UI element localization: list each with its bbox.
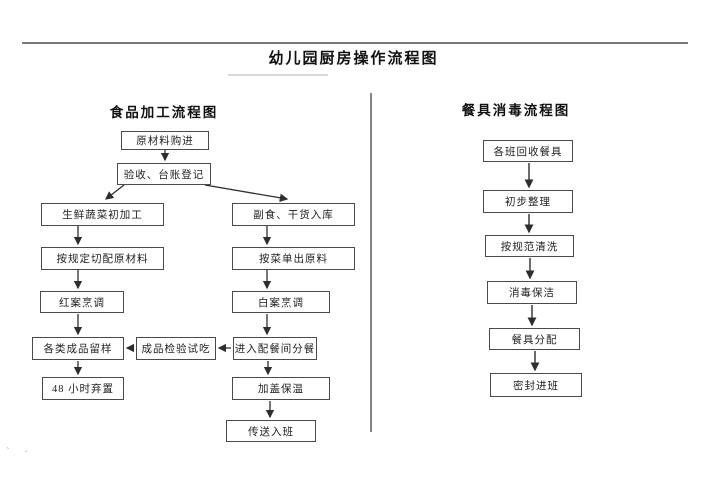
flow-node-meal-distribution-room: 进入配餐间分餐: [233, 337, 317, 360]
food-chart-heading: 食品加工流程图: [109, 105, 219, 120]
flow-node-product-inspection: 成品检验试吃: [136, 337, 216, 360]
flow-node-sample-retention: 各类成品留样: [32, 337, 124, 360]
flow-node-issue-per-menu: 按菜单出原料: [232, 247, 355, 270]
flow-node-cover-keep-warm: 加盖保温: [232, 377, 330, 400]
scan-artifact-marks: ` ·: [6, 446, 35, 458]
flow-node-tableware-allocation: 餐具分配: [489, 328, 580, 350]
flow-node-sealed-to-class: 密封进班: [490, 373, 582, 397]
flow-node-raw-material-purchase: 原材料购进: [121, 131, 209, 150]
tableware-chart-arrows: [524, 163, 540, 372]
flow-node-48h-disposal: 48 小时弃置: [42, 377, 124, 400]
flow-node-acceptance-ledger: 验收、台账登记: [117, 163, 211, 185]
tableware-chart-heading: 餐具消毒流程图: [461, 103, 571, 118]
flow-node-white-case-cooking: 白案烹调: [232, 291, 330, 313]
flow-node-red-case-cooking: 红案烹调: [40, 291, 124, 313]
flow-node-standard-washing: 按规范清洗: [485, 235, 574, 257]
flow-node-fresh-vegetable-prep: 生鲜蔬菜初加工: [41, 203, 164, 226]
flow-node-deliver-to-class: 传送入班: [226, 420, 316, 442]
page-title: 幼儿园厨房操作流程图: [268, 51, 439, 67]
flow-node-initial-sorting: 初步整理: [483, 190, 573, 213]
flow-node-cut-per-rules: 按规定切配原材料: [41, 247, 164, 270]
flow-node-drygoods-storage: 副食、干货入库: [232, 203, 355, 226]
flow-node-collect-tableware: 各班回收餐具: [483, 140, 573, 162]
flow-node-disinfection-cleaning: 消毒保洁: [487, 281, 577, 304]
page-rules: [22, 42, 688, 432]
food-chart-arrows: [73, 150, 289, 419]
